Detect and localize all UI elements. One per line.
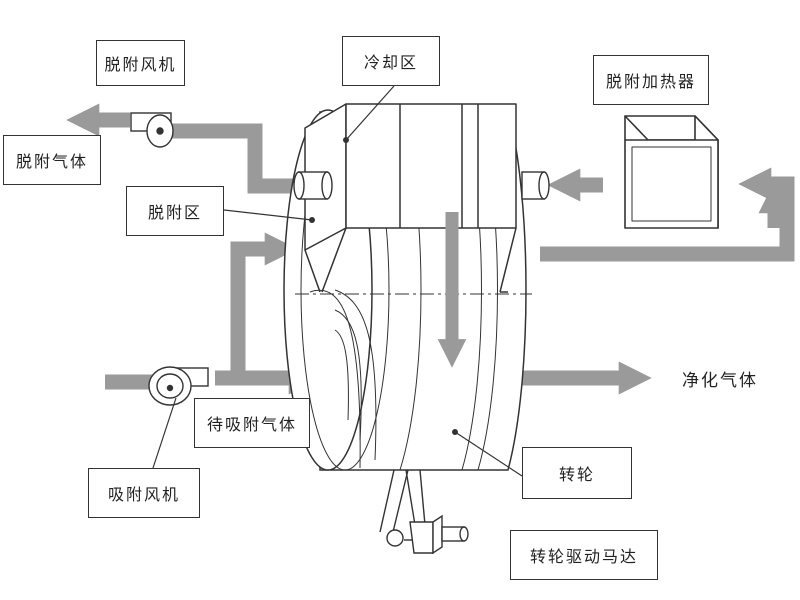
drive-belt-icon <box>379 469 426 533</box>
desorption-gas-label: 脱附气体 <box>3 135 101 185</box>
rotor-face-sectors <box>309 289 377 469</box>
desorption-return-duct <box>165 123 298 194</box>
adsorption-fan-label: 吸附风机 <box>88 468 200 518</box>
rotor-drive-motor-icon <box>386 514 469 555</box>
desorption-fan-icon <box>130 112 174 148</box>
inlet-branch-duct <box>230 232 298 372</box>
heater-inlet-nozzle-icon <box>521 171 550 200</box>
leader-lines <box>152 85 523 477</box>
gas-to-adsorb-label: 待吸附气体 <box>194 398 310 448</box>
desorption-fan-label: 脱附风机 <box>96 40 185 86</box>
rotor-drive-motor-label: 转轮驱动马达 <box>510 530 658 580</box>
desorption-heater-label: 脱附加热器 <box>593 55 709 105</box>
desorption-heater-box-icon <box>624 115 719 229</box>
rotor-label: 转轮 <box>522 447 632 499</box>
cooling-zone-label: 冷却区 <box>342 36 440 86</box>
desorption-zone-label: 脱附区 <box>126 186 224 236</box>
purified-gas-label: 净化气体 <box>682 371 758 391</box>
adsorption-fan-icon <box>148 366 209 406</box>
leader-dots <box>309 137 458 435</box>
desorption-outlet-nozzle-icon <box>293 171 333 200</box>
